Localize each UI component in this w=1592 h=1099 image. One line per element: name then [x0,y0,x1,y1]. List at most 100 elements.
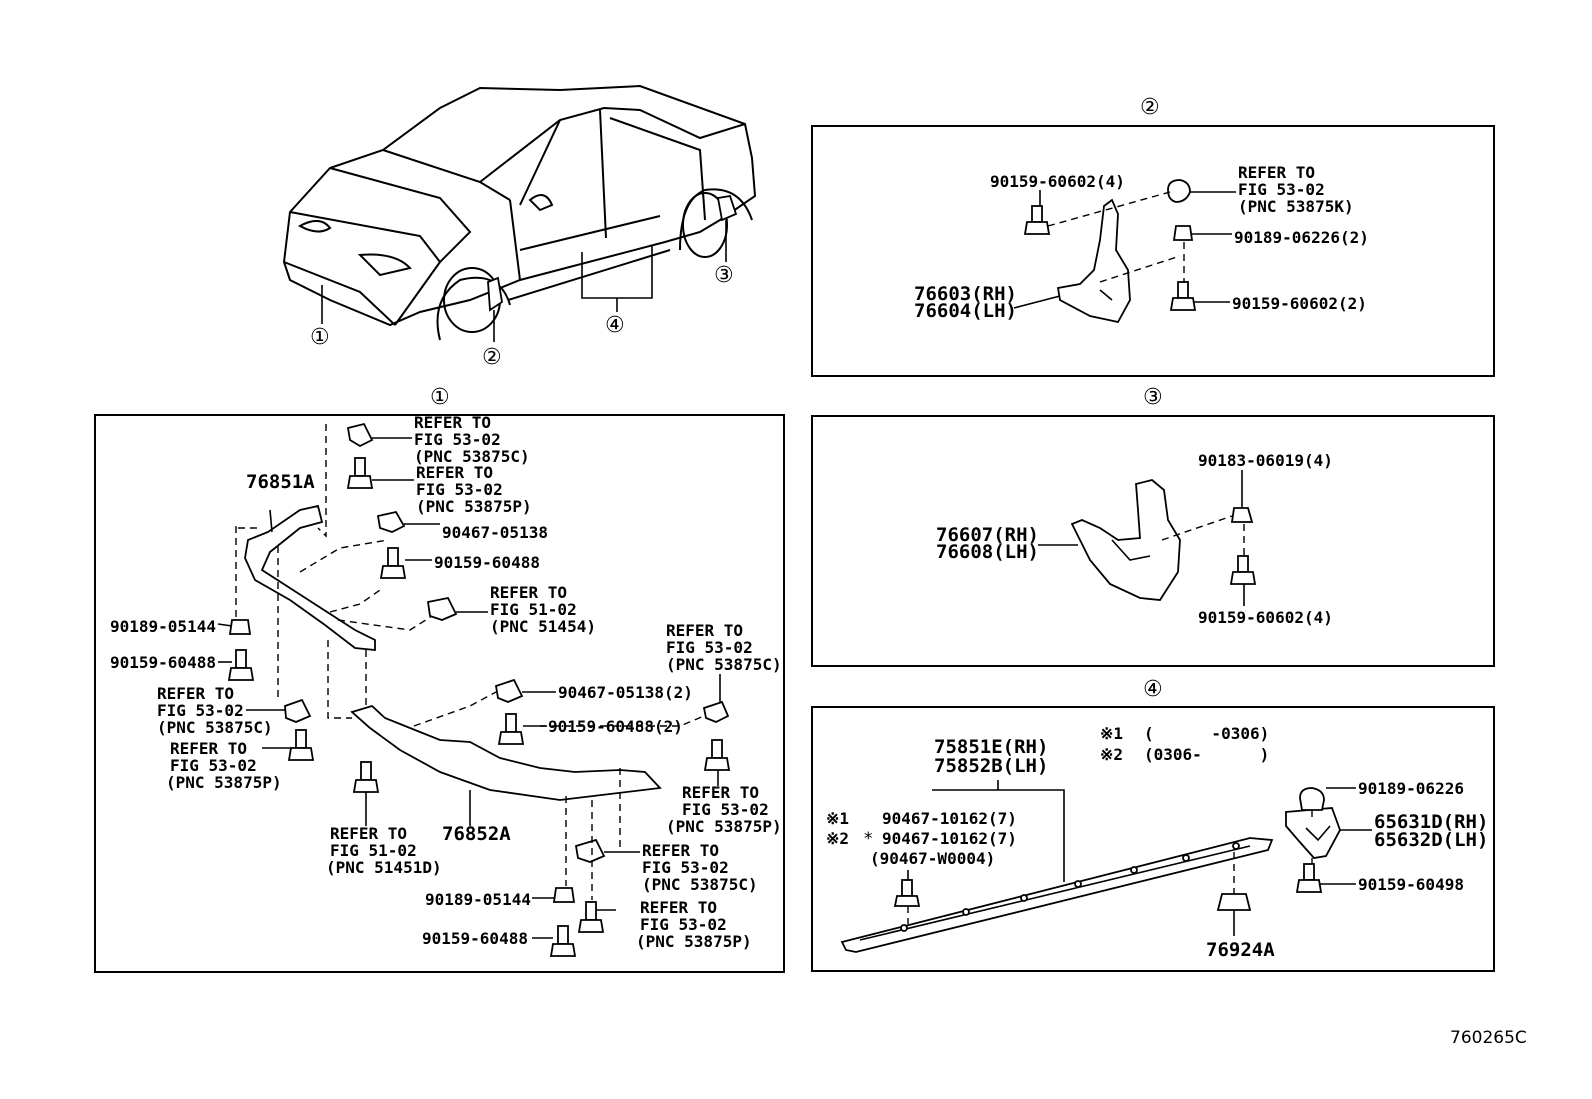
svg-text:(PNC 53875P): (PNC 53875P) [636,932,752,951]
part-90467-10162-7-b: 90467-10162(7) [882,829,1017,848]
part-90159-60488-top: 90159-60488 [434,553,540,572]
callout-ref-d: REFER TO FIG 53-02 (PNC 53875C) [157,684,273,737]
svg-text:FIG 53-02: FIG 53-02 [1238,180,1325,199]
svg-text:FIG 51-02: FIG 51-02 [490,600,577,619]
row-2-star: * [864,829,873,849]
svg-text:REFER TO: REFER TO [414,413,491,432]
callout-ref-b: REFER TO FIG 53-02 (PNC 53875P) [416,463,532,516]
part-90189-05144-left: 90189-05144 [110,617,216,636]
section-2-frame [811,125,1495,377]
svg-text:FIG 53-02: FIG 53-02 [157,701,244,720]
part-90467-10162-7-a: 90467-10162(7) [882,809,1017,828]
bolt-icon [1023,205,1197,311]
nut-icon [228,619,576,903]
callout-ref-g: REFER TO FIG 53-02 (PNC 53875P) [666,783,782,836]
spoiler-76852A [350,704,662,801]
svg-text:FIG 53-02: FIG 53-02 [666,638,753,657]
svg-text:FIG 53-02: FIG 53-02 [414,430,501,449]
bracket-65631D [1285,807,1341,859]
svg-text:FIG 53-02: FIG 53-02 [642,858,729,877]
part-75851E-rh: 75851E(RH) [934,736,1048,758]
part-90159-60602-2: 90159-60602(2) [1232,294,1367,313]
svg-text:REFER TO: REFER TO [490,583,567,602]
svg-text:(PNC 53875K): (PNC 53875K) [1238,197,1354,216]
note-2-range: (0306- ) [1144,745,1269,764]
part-90183-06019-4: 90183-06019(4) [1198,451,1333,470]
svg-text:(PNC 53875P): (PNC 53875P) [166,773,282,792]
callout-ref-c: REFER TO FIG 51-02 (PNC 51454) [490,583,596,636]
note-2-mark: ※2 [1100,745,1123,764]
row-2-mark: ※2 [826,829,849,848]
part-90467-W0004: (90467-W0004) [870,849,995,868]
svg-text:REFER TO: REFER TO [416,463,493,482]
clip-icon [1167,179,1194,241]
bracket-76851A [244,504,376,651]
part-65631D-rh: 65631D(RH) [1374,811,1488,833]
section-1-number: ① [430,385,450,410]
part-90159-60498: 90159-60498 [1358,875,1464,894]
svg-text:REFER TO: REFER TO [642,841,719,860]
callout-ref-e: REFER TO FIG 53-02 (PNC 53875P) [166,739,282,792]
part-90159-60602-4-sec3: 90159-60602(4) [1198,608,1333,627]
svg-text:REFER TO: REFER TO [170,739,247,758]
svg-text:(PNC 53875P): (PNC 53875P) [666,817,782,836]
svg-text:(PNC 53875C): (PNC 53875C) [666,655,782,674]
car-callout-3: ③ [714,263,734,288]
part-76851A: 76851A [246,471,315,493]
svg-text:REFER TO: REFER TO [682,783,759,802]
part-90189-06226: 90189-06226 [1358,779,1464,798]
callout-ref-sec2: REFER TO FIG 53-02 (PNC 53875K) [1238,163,1354,216]
nut-icon [1216,787,1325,911]
note-1-mark: ※1 [1100,724,1123,743]
svg-text:FIG 53-02: FIG 53-02 [640,915,727,934]
car-overview-illustration [282,84,757,342]
clip-hole-icon [900,842,1240,932]
part-90159-60488-bottom: 90159-60488 [422,929,528,948]
part-76852A: 76852A [442,823,511,845]
svg-text:FIG 53-02: FIG 53-02 [170,756,257,775]
part-76608-lh: 76608(LH) [936,541,1039,563]
svg-text:(PNC 53875C): (PNC 53875C) [414,447,530,466]
part-76603-rh: 76603(RH) [914,283,1017,305]
callout-ref-i: REFER TO FIG 53-02 (PNC 53875C) [642,841,758,894]
part-90159-60488-2: 90159-60488(2) [548,717,683,736]
part-76924A: 76924A [1206,939,1275,961]
note-1-range: ( -0306) [1144,724,1269,743]
callout-ref-f: REFER TO FIG 53-02 (PNC 53875C) [666,621,782,674]
bolt-icon [1229,555,1257,585]
clip-icon [284,422,730,863]
svg-text:(PNC 53875C): (PNC 53875C) [642,875,758,894]
svg-text:REFER TO: REFER TO [330,824,407,843]
car-callout-1: ① [310,325,330,350]
car-callout-4: ④ [605,313,625,338]
callout-ref-h: REFER TO FIG 51-02 (PNC 51451D) [326,824,442,877]
svg-text:FIG 53-02: FIG 53-02 [416,480,503,499]
bolt-icon [227,457,731,957]
car-callout-2: ② [482,345,502,370]
part-90159-60602-4: 90159-60602(4) [990,172,1125,191]
svg-text:REFER TO: REFER TO [666,621,743,640]
part-65632D-lh: 65632D(LH) [1374,829,1488,851]
part-90467-05138-2: 90467-05138(2) [558,683,693,702]
part-90189-05144-bottom: 90189-05144 [425,890,531,909]
svg-text:REFER TO: REFER TO [640,898,717,917]
svg-text:(PNC 51454): (PNC 51454) [490,617,596,636]
mud-flap-front [1056,198,1131,324]
section-3-frame [811,415,1495,667]
section-4-number: ④ [1143,677,1163,702]
part-76604-lh: 76604(LH) [914,300,1017,322]
section-1-frame [94,414,785,973]
bolt-icon [893,863,1323,907]
section-4-frame [811,706,1495,972]
callout-ref-a: REFER TO FIG 53-02 (PNC 53875C) [414,413,530,466]
part-90189-06226-2: 90189-06226(2) [1234,228,1369,247]
svg-text:(PNC 53875P): (PNC 53875P) [416,497,532,516]
section-3-number: ③ [1143,385,1163,410]
figure-code: 760265C [1450,1028,1527,1048]
part-90159-60488-left: 90159-60488 [110,653,216,672]
section-2-number: ② [1140,95,1160,120]
mud-flap-rear [1070,479,1181,601]
svg-text:(PNC 51451D): (PNC 51451D) [326,858,442,877]
part-75852B-lh: 75852B(LH) [934,755,1048,777]
